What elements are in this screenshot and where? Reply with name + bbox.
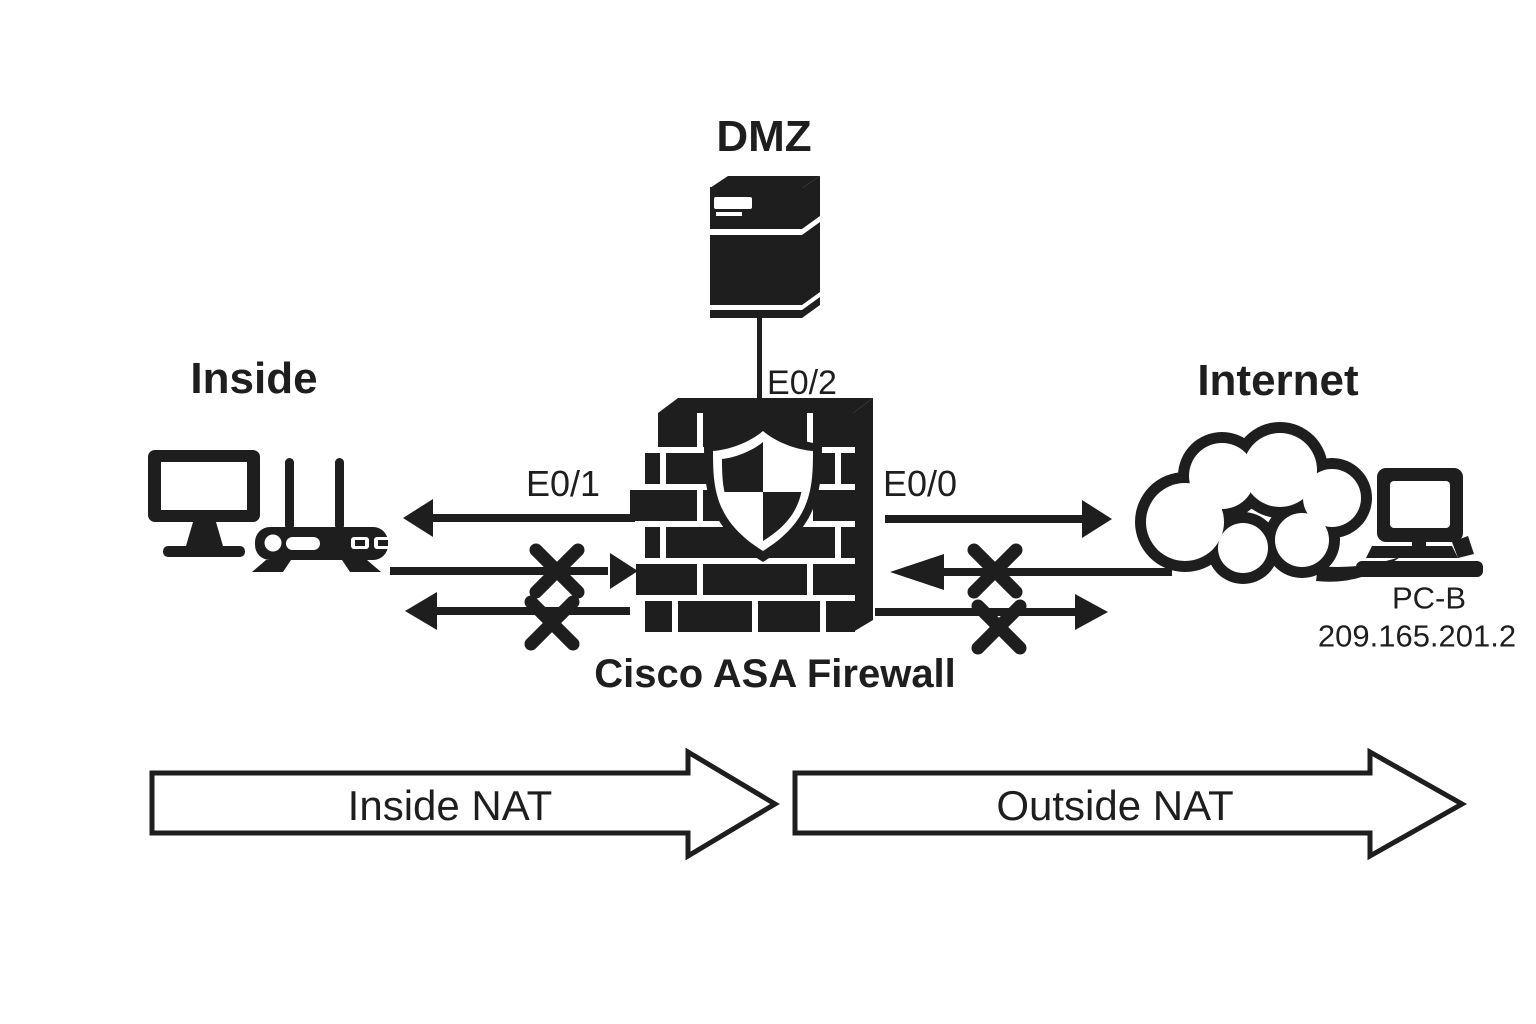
- monitor-icon: [148, 450, 260, 557]
- zone-label-dmz: DMZ: [716, 112, 812, 161]
- blocked-arrow-from-internet: [890, 554, 1172, 590]
- nat-flow-arrow-outside: [792, 747, 1468, 861]
- zone-label-internet: Internet: [1197, 356, 1359, 405]
- blocked-x-icon: [524, 595, 580, 651]
- interface-label-e0-0: E0/0: [882, 463, 958, 504]
- nat-flow-arrow-inside: [149, 747, 780, 861]
- interface-label-e0-1: E0/1: [525, 463, 601, 504]
- blocked-x-icons: [524, 543, 1027, 655]
- blocked-arrow-from-firewall-left: [405, 592, 630, 630]
- blocked-x-icon: [529, 543, 585, 599]
- nat-label-inside: Inside NAT: [347, 782, 553, 829]
- server-icon: [710, 176, 820, 318]
- pc-icon: [1356, 468, 1483, 577]
- firewall-icon: [630, 398, 873, 632]
- interface-label-e0-2: E0/2: [767, 364, 837, 402]
- blocked-x-icon: [967, 543, 1023, 599]
- host-label-pcb: PC-B: [1391, 580, 1467, 616]
- allowed-arrow-outside: [885, 500, 1112, 538]
- zone-label-inside: Inside: [190, 354, 318, 403]
- router-icon: [252, 458, 392, 572]
- nat-label-outside: Outside NAT: [996, 782, 1234, 829]
- dmz-link-line: [757, 318, 762, 404]
- shield-icon: [704, 420, 822, 562]
- cloud-icon: [1135, 422, 1400, 584]
- allowed-arrow-inside: [403, 499, 635, 537]
- firewall-label: Cisco ASA Firewall: [594, 652, 956, 696]
- blocked-arrow-to-firewall-left: [390, 553, 638, 589]
- blocked-x-icon: [971, 599, 1027, 655]
- host-ip-pcb: 209.165.201.2: [1317, 618, 1517, 654]
